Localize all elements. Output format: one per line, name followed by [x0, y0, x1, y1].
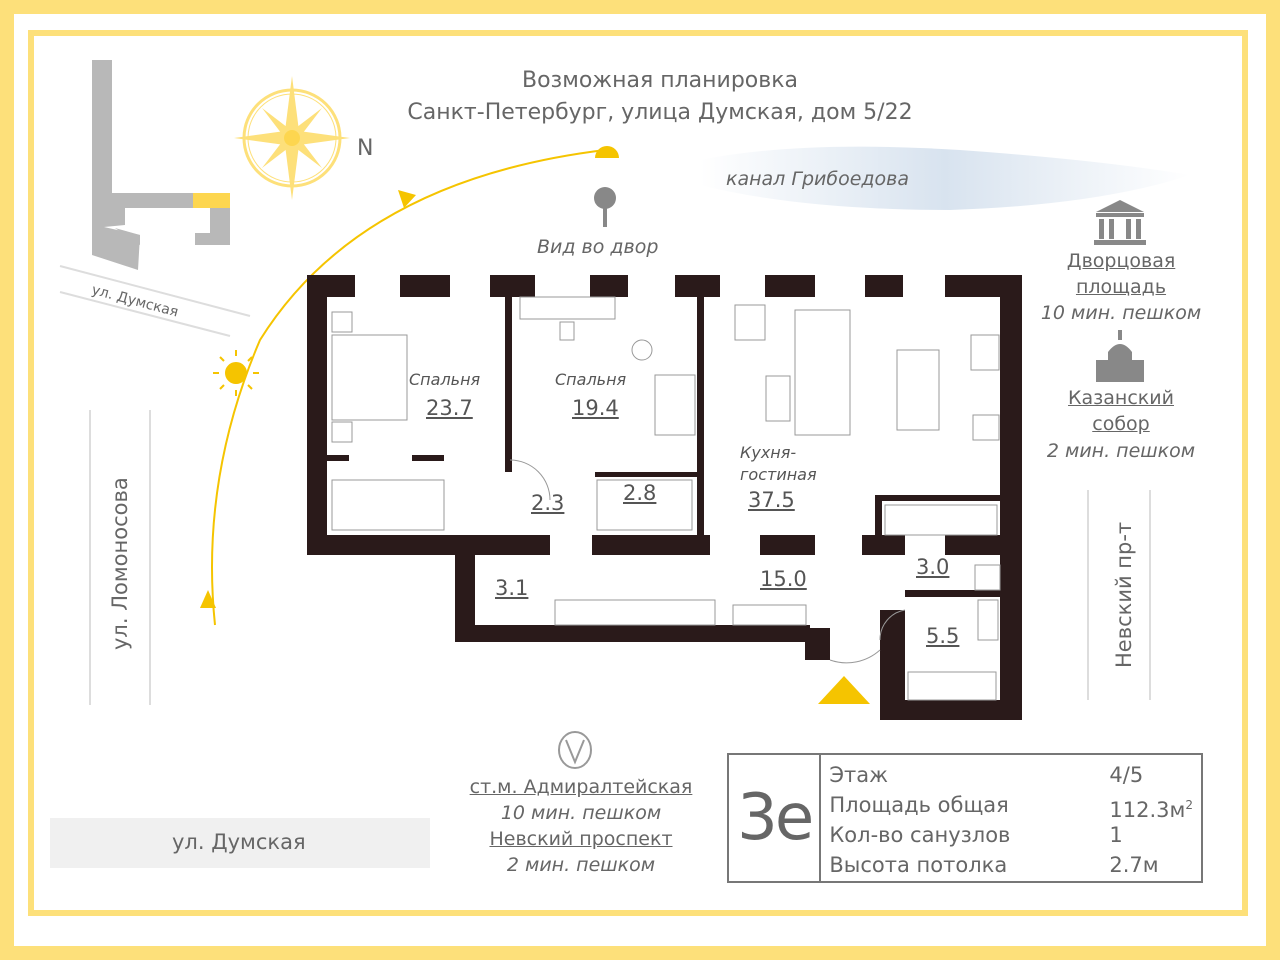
inner-border	[28, 30, 1248, 916]
landmark-palace-walk: 10 мин. пешком	[1040, 302, 1202, 324]
view-label: Вид во двор	[537, 236, 659, 258]
landmark-cathedral-name2[interactable]: собор	[1092, 413, 1150, 435]
sun-path-arrow-icon	[200, 590, 216, 608]
metro-station1[interactable]: ст.м. Адмиралтейская	[469, 776, 693, 798]
location-pin-icon	[594, 187, 616, 227]
room-name-bedroom1: Спальня	[409, 370, 481, 389]
landmark-palace-name2[interactable]: площадь	[1075, 276, 1167, 298]
canal-label: канал Грибоедова	[726, 168, 909, 190]
metro-walk1: 10 мин. пешком	[500, 802, 662, 824]
palace-icon	[1094, 200, 1146, 245]
room-name-bedroom2: Спальня	[555, 370, 627, 389]
room-area-3-0: 3.0	[916, 555, 950, 579]
room-area-bathroom: 5.5	[926, 624, 960, 648]
room-area-hall: 15.0	[760, 567, 807, 591]
compass-north-label: N	[357, 136, 374, 161]
room-area-kitchen: 37.5	[748, 488, 795, 512]
header-line2: Санкт-Петербург, улица Думская, дом 5/22	[407, 100, 913, 125]
room-area-3-1: 3.1	[495, 576, 529, 600]
sunset-icon	[595, 146, 619, 158]
street-lomonosova: ул. Ломоносова	[108, 477, 132, 650]
compass-icon	[234, 76, 350, 200]
landmark-cathedral-walk: 2 мин. пешком	[1046, 440, 1196, 462]
street-nevsky: Невский пр-т	[1112, 521, 1136, 668]
room-area-2-8: 2.8	[623, 481, 657, 505]
landmark-cathedral-name1[interactable]: Казанский	[1068, 387, 1174, 409]
cathedral-icon	[1096, 330, 1144, 382]
walls	[307, 275, 1022, 720]
canal-shape	[700, 146, 1190, 210]
street-lines	[59, 265, 1151, 705]
landmark-palace-name1[interactable]: Дворцовая	[1066, 250, 1176, 272]
sun-icon	[213, 350, 259, 396]
room-area-bedroom2: 19.4	[572, 396, 619, 420]
building-map-icon	[92, 60, 230, 270]
apartment-code: 3е	[729, 755, 822, 881]
sun-path-arrow-icon	[398, 190, 416, 208]
header-line1: Возможная планировка	[522, 68, 798, 93]
room-area-2-3: 2.3	[531, 491, 565, 515]
metro-station2[interactable]: Невский проспект	[489, 828, 673, 850]
room-area-bedroom1: 23.7	[426, 396, 473, 420]
furniture	[331, 296, 1001, 701]
street-dumskaya-bottom-band	[50, 818, 430, 868]
room-name-kitchen: Кухня-гостиная	[740, 443, 817, 484]
entrance-marker-icon	[818, 676, 870, 704]
metro-icon	[558, 731, 592, 769]
metro-walk2: 2 мин. пешком	[506, 854, 656, 876]
sun-path-arc	[211, 149, 606, 626]
street-dumskaya-bottom: ул. Думская	[172, 830, 306, 854]
apartment-location-marker	[193, 193, 230, 208]
